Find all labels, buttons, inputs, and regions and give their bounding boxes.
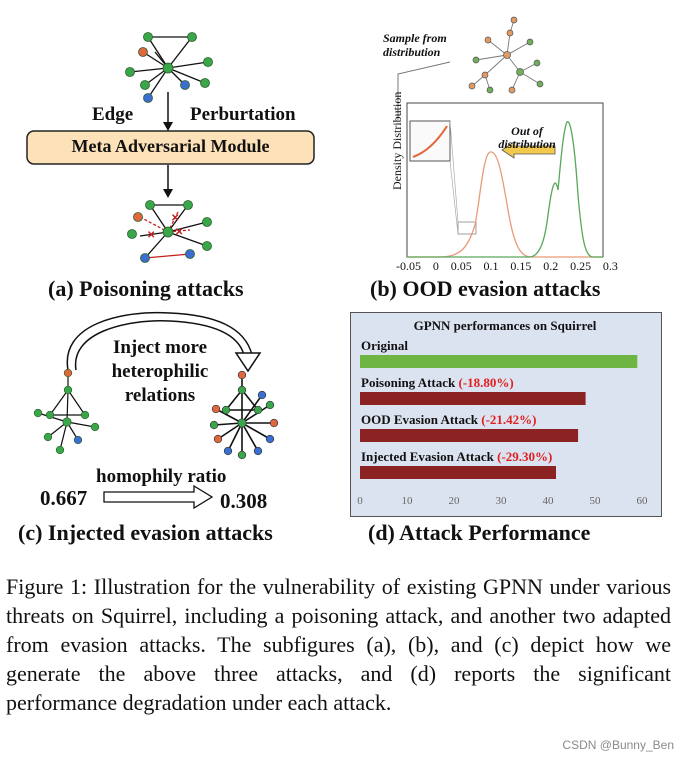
xtick: 0.25 — [570, 259, 592, 273]
svg-text:✕: ✕ — [147, 230, 155, 241]
inject-label: Inject more heterophilic relations — [100, 336, 220, 408]
perturbation-label: Perburtation — [190, 104, 296, 125]
ood-label-line1: Out of — [511, 124, 543, 138]
in-distribution-curve — [407, 151, 603, 258]
figure-caption: Figure 1: Illustration for the vulnerabi… — [6, 574, 671, 715]
panel-d-caption: (d) Attack Performance — [368, 520, 591, 545]
xtick: 0.05 — [450, 259, 472, 273]
xtick-label: 40 — [543, 495, 555, 507]
svg-text:✕: ✕ — [175, 227, 183, 238]
xtick-label: 0 — [357, 495, 363, 507]
meta-adversarial-module-box — [26, 130, 315, 165]
bar — [360, 355, 638, 368]
bar-delta: (-18.80%) — [459, 375, 514, 390]
ood-curve — [407, 121, 603, 258]
xtick-label: 50 — [590, 495, 602, 507]
bar-label: Original — [361, 338, 408, 353]
bar-delta: (-21.42%) — [481, 412, 536, 427]
xtick: -0.05 — [396, 259, 421, 273]
xtick: 0 — [432, 259, 439, 273]
bar — [360, 466, 556, 479]
sample-label-line1: Sample from — [383, 31, 447, 45]
panel-a-caption: (a) Poisoning attacks — [48, 276, 244, 301]
bar — [360, 392, 586, 405]
edge-label: Edge — [92, 104, 134, 125]
panel-b-graphics: Density Distribution — [390, 16, 604, 258]
watermark: CSDN @Bunny_Ben — [562, 738, 674, 752]
xtick: 0.15 — [510, 259, 532, 273]
bar-delta: (-29.30%) — [497, 449, 552, 464]
ratio-before: 0.667 — [40, 486, 88, 510]
meta-adversarial-module-label: Meta Adversarial Module — [71, 136, 270, 156]
inject-line3: relations — [124, 385, 196, 406]
svg-text:✕: ✕ — [171, 213, 179, 224]
chart-title: GPNN performances on Squirrel — [414, 318, 597, 333]
density-xticks: -0.05 0 0.05 0.1 0.15 0.2 0.25 0.3 — [396, 259, 618, 274]
xtick: 0.1 — [483, 259, 499, 273]
homophily-label: homophily ratio — [96, 466, 227, 487]
bar-label: Poisoning Attack (-18.80%) — [361, 375, 514, 390]
xtick-label: 20 — [449, 495, 461, 507]
inject-line1: Inject more — [112, 337, 208, 358]
ood-label-line2: distribution — [498, 137, 556, 151]
bar-label: OOD Evasion Attack (-21.42%) — [361, 412, 537, 427]
panel-c-caption: (c) Injected evasion attacks — [18, 520, 273, 545]
xtick-label: 60 — [637, 495, 649, 507]
xtick: 0.3 — [602, 259, 618, 273]
bar-label: Injected Evasion Attack (-29.30%) — [361, 449, 552, 464]
sample-label: Sample from distribution — [383, 31, 447, 59]
original-graph-nodes — [125, 32, 213, 103]
ood-label: Out of distribution — [492, 125, 562, 151]
density-ylabel: Density Distribution — [390, 92, 404, 190]
inject-line2: heterophilic — [111, 361, 209, 382]
ratio-after: 0.308 — [220, 489, 268, 513]
xtick: 0.2 — [543, 259, 559, 273]
panel-a-graphics: ✕ ✕ ✕ — [26, 32, 315, 263]
panel-b-caption: (b) OOD evasion attacks — [370, 276, 601, 301]
panel-c-graphics — [33, 311, 279, 510]
bar — [360, 429, 579, 442]
xtick-label: 30 — [496, 495, 508, 507]
attack-performance-chart: GPNN performances on Squirrel Original P… — [350, 312, 662, 517]
sample-label-line2: distribution — [383, 45, 441, 59]
xtick-label: 10 — [402, 495, 414, 507]
